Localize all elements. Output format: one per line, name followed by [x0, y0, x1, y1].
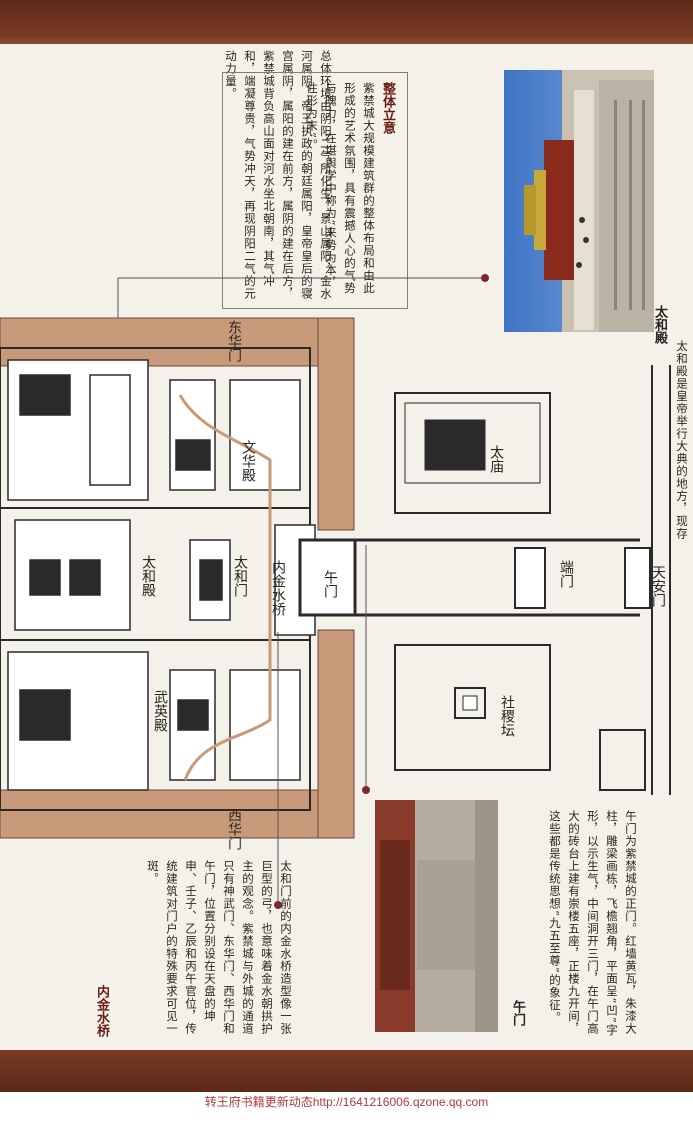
label-xihuamen: 西华门	[226, 808, 242, 850]
tiananmen-gate	[624, 547, 651, 609]
bridge-text: 太和门前的内金水桥造型像一张巨型的弓，也意味着金水朝拱护主的观念。紫禁城与外城的…	[146, 860, 293, 1035]
concept-box	[222, 72, 408, 309]
palace-buildings	[7, 359, 316, 791]
taihe-photo	[504, 70, 654, 332]
bottom-binding-band	[0, 1050, 693, 1092]
taimiao-complex	[394, 392, 551, 514]
label-wumen: 午门	[322, 570, 338, 598]
watermark: 转王府书籍更新动态http://1641216006.qzone.qq.com	[204, 1095, 489, 1109]
label-jinshuiqiao: 内金水桥	[270, 560, 286, 616]
label-taihedian: 太和殿	[140, 555, 156, 597]
taihe-photo-image	[504, 70, 654, 332]
duanmen-gate	[514, 547, 546, 609]
concept-text: 紫禁城大规模建筑群的整体布局和由此形成的艺术氛围，具有震撼人心的气势与魄力，在堪…	[305, 82, 376, 295]
overview-text: 总体环境由阴阳二气所化生，景山属阳，金水河属阴，帝王执政的朝廷属阳，皇帝皇后的寝…	[224, 50, 333, 300]
taihe-caption-text: 太和殿是皇帝举行大典的地方，现存	[675, 340, 689, 540]
bridge-heading: 内金水桥	[94, 985, 109, 1037]
shejitan-complex	[394, 644, 551, 771]
wumen-photo-image	[375, 800, 498, 1032]
label-taihemen: 太和门	[232, 555, 248, 597]
callout-markers	[274, 274, 489, 909]
label-taimiao: 太庙	[488, 445, 504, 473]
wumen-caption: 午门	[510, 1000, 525, 1026]
concept-heading: 整体立意	[380, 82, 395, 134]
south-axis	[355, 538, 640, 617]
label-wenhua: 文华殿	[240, 440, 256, 482]
wumen-photo	[375, 800, 498, 1032]
label-donghuamen: 东华门	[226, 320, 242, 362]
palace-walls	[0, 317, 355, 839]
callout-lines	[117, 277, 485, 905]
taihe-caption: 太和殿	[652, 305, 667, 344]
label-wuying: 武英殿	[152, 690, 168, 732]
jinshui-river	[178, 394, 272, 781]
wumen-gate	[298, 538, 357, 617]
label-tiananmen: 天安门	[650, 565, 666, 607]
top-binding-band	[0, 0, 693, 44]
label-duanmen: 端门	[558, 560, 574, 588]
label-shejitan: 社稷坛	[499, 695, 515, 737]
city-wall-east	[599, 365, 671, 795]
wumen-text: 午门为紫禁城的正门。红墙黄瓦，朱漆大柱，雕梁画栋，飞檐翘角，平面呈“凹”字形，以…	[548, 810, 638, 1037]
